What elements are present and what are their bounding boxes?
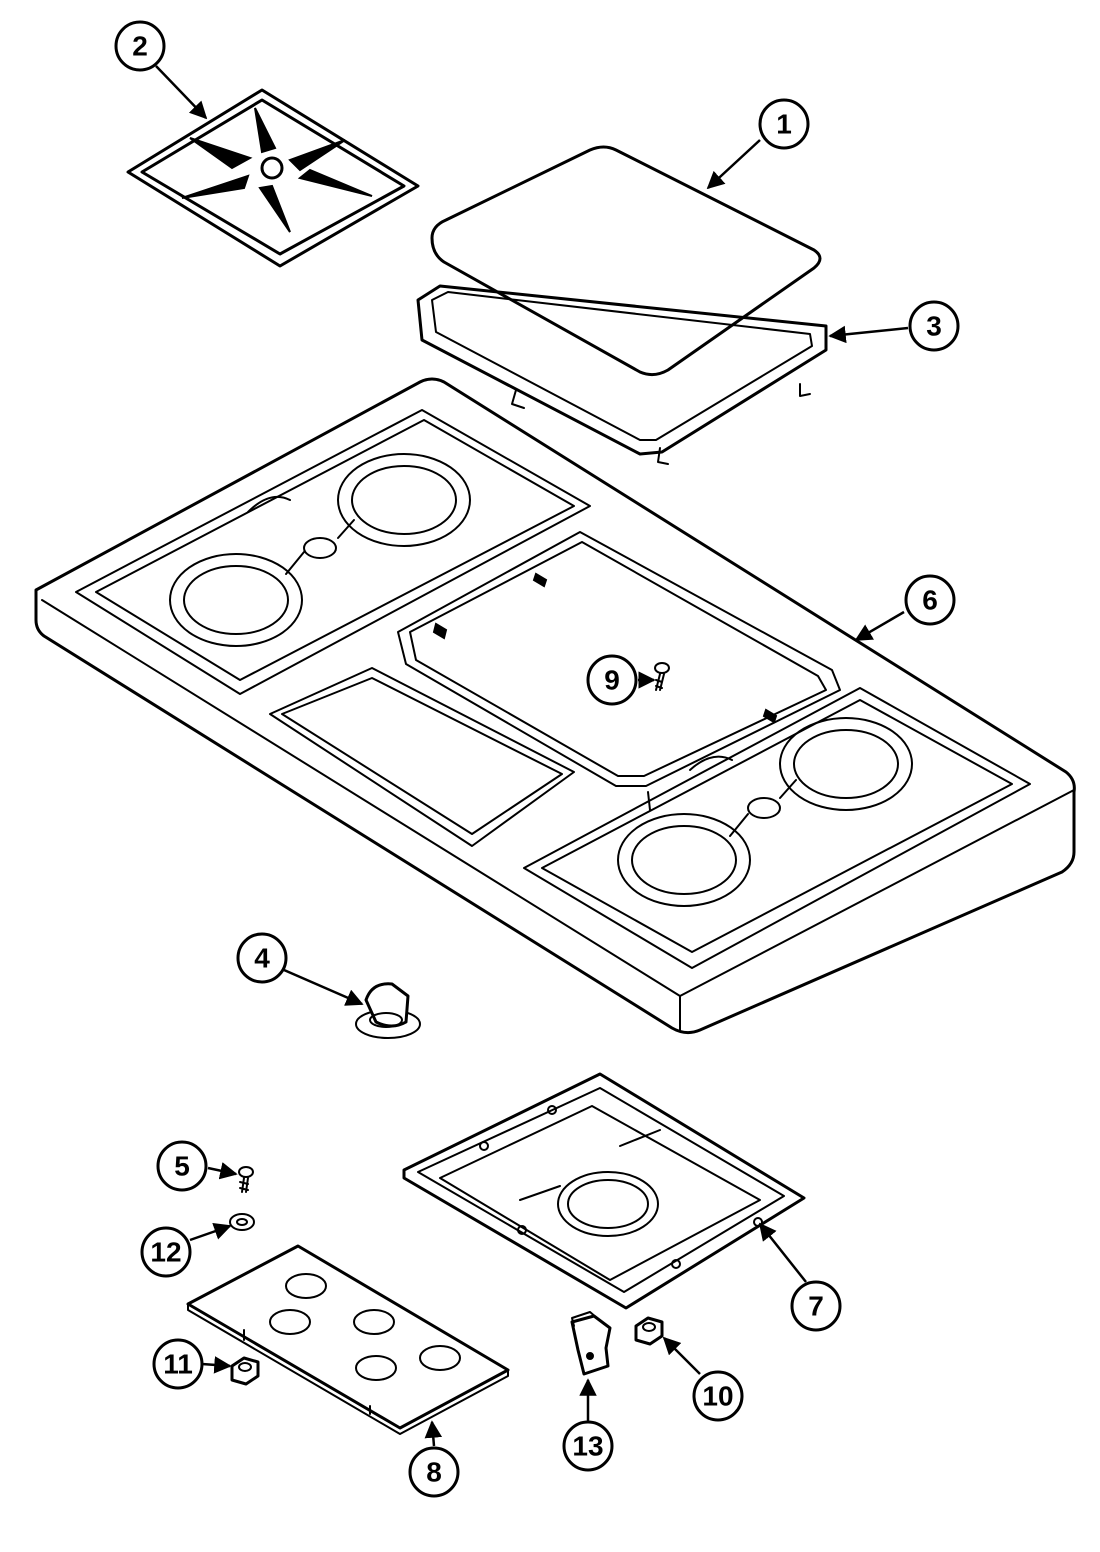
- callout-5: 5: [156, 1140, 208, 1192]
- callout-1: 1: [758, 98, 810, 150]
- griddle-frame: [416, 284, 828, 465]
- callout-12: 12: [140, 1226, 192, 1278]
- callout-9-label: 9: [604, 665, 620, 696]
- cooktop-main: [34, 377, 1076, 1035]
- nut-11: [230, 1356, 260, 1386]
- callout-3: 3: [908, 300, 960, 352]
- callout-6: 6: [904, 574, 956, 626]
- callout-2: 2: [114, 20, 166, 72]
- control-knob: [355, 982, 421, 1039]
- callout-4: 4: [236, 932, 288, 984]
- callout-3-label: 3: [926, 311, 942, 342]
- griddle-cover: [430, 145, 822, 377]
- callout-8-label: 8: [426, 1457, 442, 1488]
- burner-plate: [186, 1244, 510, 1435]
- callout-11: 11: [152, 1338, 204, 1390]
- callout-13-label: 13: [572, 1431, 603, 1462]
- callout-1-label: 1: [776, 109, 792, 140]
- callout-4-label: 4: [254, 943, 270, 974]
- callout-10: 10: [692, 1370, 744, 1422]
- callout-7: 7: [790, 1280, 842, 1332]
- washer: [229, 1213, 255, 1231]
- callout-2-label: 2: [132, 31, 148, 62]
- callout-7-label: 7: [808, 1291, 824, 1322]
- nut-10: [634, 1316, 664, 1346]
- mounting-clip: [570, 1311, 612, 1376]
- callout-13: 13: [562, 1420, 614, 1472]
- burner-box: [402, 1072, 806, 1310]
- callout-11-label: 11: [163, 1349, 193, 1380]
- callout-8: 8: [408, 1446, 460, 1498]
- callout-9: 9: [586, 654, 638, 706]
- burner-grate: [126, 88, 420, 268]
- callout-10-label: 10: [702, 1381, 733, 1412]
- callout-5-label: 5: [174, 1151, 190, 1182]
- screw-5: [238, 1166, 254, 1193]
- screw-9: [654, 662, 670, 691]
- callout-6-label: 6: [922, 585, 938, 616]
- leader-lines: [155, 65, 909, 1447]
- callout-12-label: 12: [150, 1237, 181, 1268]
